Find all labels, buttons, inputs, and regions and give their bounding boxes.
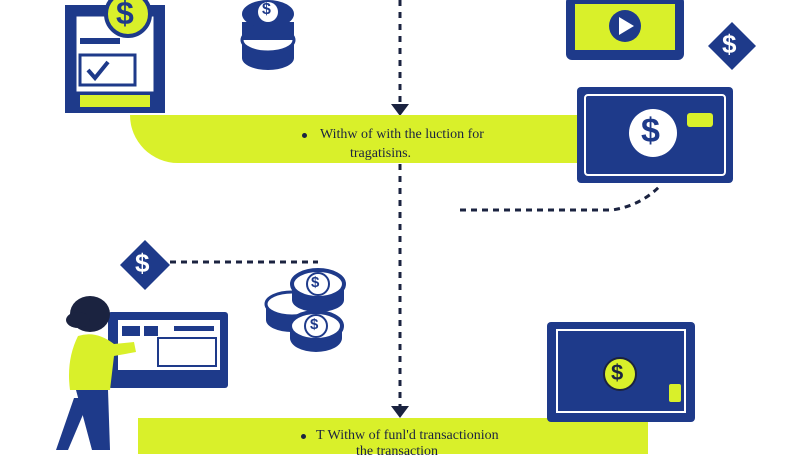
- bottom-banner-line1: T Withw of funl'd transactionion: [316, 428, 499, 443]
- top-banner: [130, 115, 600, 163]
- video-play-card-icon: [566, 0, 684, 60]
- bottom-banner-line2: the transaction: [356, 444, 439, 459]
- dollar-diamond-icon: [708, 22, 756, 70]
- payment-card-icon: [547, 322, 695, 422]
- top-banner-line1: Withw of with the luction for: [320, 127, 484, 142]
- coin-stack-dollar-symbol: $: [262, 1, 271, 18]
- coin-pile-dollar-symbol-top: $: [311, 274, 320, 291]
- top-banner-line2: tragatisins.: [350, 146, 412, 161]
- invoice-document-icon: [65, 0, 165, 113]
- coin-stack-icon: [240, 0, 296, 70]
- person-icon: [56, 296, 228, 450]
- invoice-dollar-symbol: $: [116, 0, 134, 31]
- credit-card-icon: [577, 87, 733, 183]
- coin-pile-icon: [264, 268, 346, 352]
- bottom-banner: [138, 418, 648, 454]
- central-timeline: [170, 0, 662, 418]
- bottom-banner-bullet: [301, 434, 306, 439]
- payment-card-dollar-symbol: $: [611, 360, 624, 385]
- dollar-diamond-icon: [120, 240, 170, 290]
- top-banner-bullet: [302, 133, 307, 138]
- dollar-diamond-symbol: $: [722, 29, 737, 59]
- credit-card-dollar-symbol: $: [641, 112, 660, 150]
- left-diamond-dollar-symbol: $: [135, 248, 150, 278]
- coin-pile-dollar-symbol-bottom: $: [310, 316, 319, 333]
